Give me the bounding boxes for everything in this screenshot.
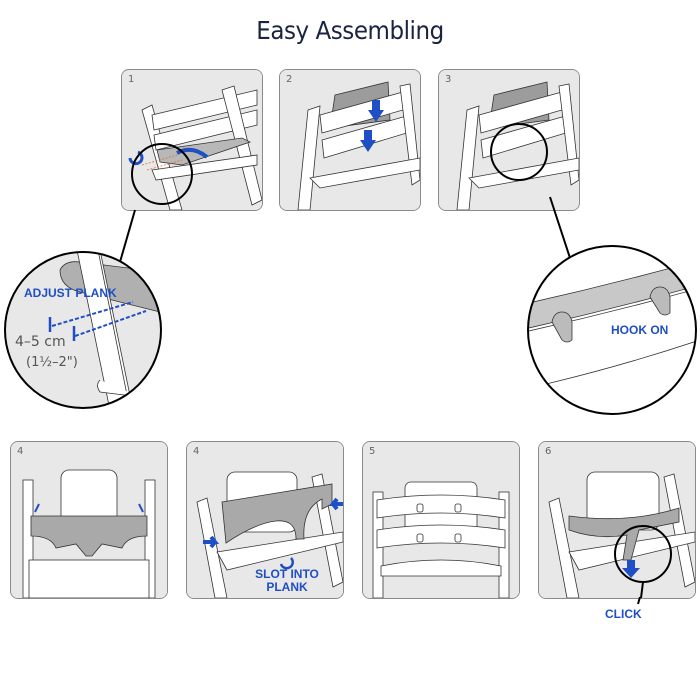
step-panel-2: 2 [279, 69, 421, 211]
slot-into-plank-label: SLOT INTO PLANK [252, 568, 322, 594]
step-number: 5 [369, 446, 376, 457]
step-panel-6: 6 [538, 441, 696, 599]
measurement-metric: 4–5 cm [15, 334, 66, 350]
chair-illustration-step-6 [539, 442, 695, 598]
step-panel-1: 1 [121, 69, 263, 211]
chair-illustration-step-1 [122, 70, 262, 210]
step-number: 1 [128, 74, 135, 85]
chair-illustration-step-2 [280, 70, 420, 210]
magnifier-circle [131, 143, 193, 205]
chair-illustration-step-5 [363, 442, 519, 598]
step-panel-4a: 4 [10, 441, 168, 599]
magnifier-circle [490, 123, 548, 181]
up-arrow-icon [34, 503, 40, 513]
step-number: 2 [286, 74, 293, 85]
up-arrow-icon [138, 503, 144, 513]
chair-illustration-step-4a [11, 442, 167, 598]
measurement-imperial: (1½–2") [26, 355, 78, 370]
page-title: Easy Assembling [256, 16, 444, 45]
down-arrow-icon [622, 560, 640, 578]
chair-illustration-step-3 [439, 70, 579, 210]
slot-into-line2: PLANK [266, 580, 308, 594]
push-arrow-icon [203, 535, 220, 549]
step-number: 6 [545, 446, 552, 457]
adjust-plank-label: ADJUST PLANK [24, 286, 117, 300]
slot-into-line1: SLOT INTO [255, 567, 319, 581]
rotate-arrow-icon [279, 557, 294, 570]
hook-on-label: HOOK ON [611, 323, 669, 337]
down-arrow-icon [368, 100, 384, 122]
push-arrow-icon [328, 497, 343, 511]
down-arrow-icon [360, 130, 376, 152]
step-panel-4b: 4 [186, 441, 344, 599]
step-panel-5: 5 [362, 441, 520, 599]
click-label: CLICK [605, 607, 642, 621]
step-panel-3: 3 [438, 69, 580, 211]
step-number: 4 [193, 446, 200, 457]
slide-arrow-icon [176, 147, 209, 159]
chair-illustration-step-4b [187, 442, 343, 598]
step-number: 3 [445, 74, 452, 85]
step-number: 4 [17, 446, 24, 457]
